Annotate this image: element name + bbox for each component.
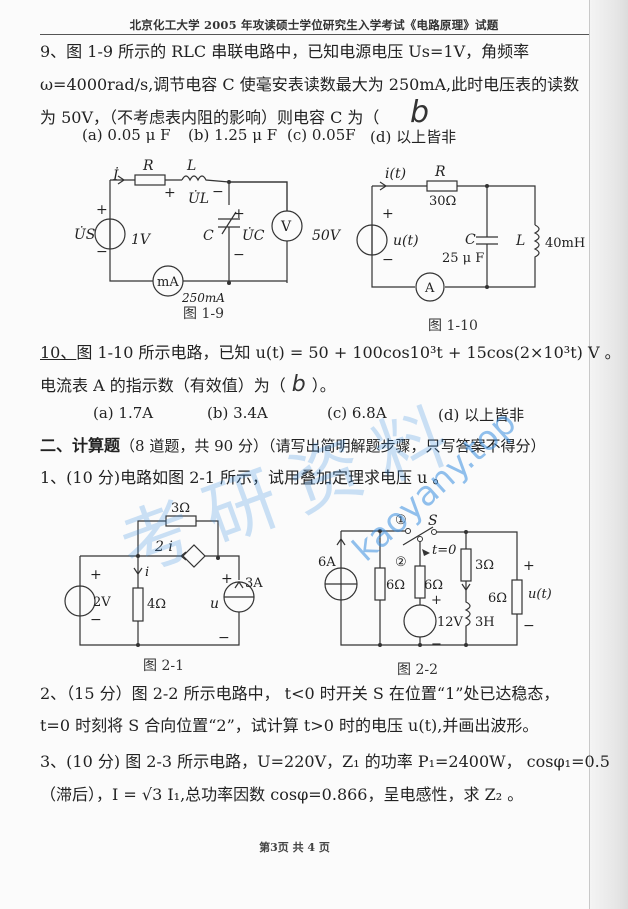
q10-number: 10、 xyxy=(40,343,77,362)
q10-text2: 电流表 A 的指示数（有效值）为（ xyxy=(40,376,286,395)
section2-note: （8 道题，共 90 分）（请写出简明解题步骤，只写答案不得分） xyxy=(120,437,546,455)
problem3-line2: （滞后），I = √3 I₁,总功率因数 cosφ=0.866，呈电感性，求 Z… xyxy=(40,785,524,804)
problem2-line2: t=0 时刻将 S 合向位置“2”，试计算 t>0 时的电压 u(t),并画出波… xyxy=(40,716,539,735)
page-footer: 第3页 共 4 页 xyxy=(259,841,330,854)
figure-1-10-caption: 图 1-10 xyxy=(428,318,478,334)
q9-option-b: (b) 1.25 μ F xyxy=(188,126,278,144)
q9-option-d: (d) 以上皆非 xyxy=(370,128,457,146)
q9-option-a: (a) 0.05 μ F xyxy=(82,126,171,144)
problem1-text: 1、(10 分)电路如图 2-1 所示，试用叠加定理求电压 u 。 xyxy=(40,468,449,487)
scan-margin xyxy=(590,0,628,909)
exam-header: 北京化工大学 2005 年攻读硕士学位研究生入学考试《电路原理》试题 xyxy=(129,18,499,32)
q9-line2: ω=4000rad/s,调节电容 C 使毫安表读数最大为 250mA,此时电压表… xyxy=(40,75,580,94)
problem2-line1: 2、（15 分）图 2-2 所示电路中， t<0 时开关 S 在位置“1”处已达… xyxy=(40,684,560,703)
header-rule xyxy=(40,34,589,35)
q10-text: 图 1-10 所示电路，已知 u(t) = 50 + 100cos10³t + … xyxy=(76,343,621,362)
q10-line1: 10、图 1-10 所示电路，已知 u(t) = 50 + 100cos10³t… xyxy=(40,339,621,363)
figure-2-1-caption: 图 2-1 xyxy=(143,658,184,674)
q10-text2-end: ）。 xyxy=(311,376,336,395)
q9-line1: 9、图 1-9 所示的 RLC 串联电路中，已知电源电压 Us=1V，角频率 xyxy=(40,42,530,61)
page-edge xyxy=(589,0,590,909)
q9-option-c: (c) 0.05F xyxy=(287,126,356,144)
q10-option-a: (a) 1.7A xyxy=(93,404,154,422)
section2-title: 二、计算题 xyxy=(40,436,121,455)
q9-line3: 为 50V，（不考虑表内阻的影响）则电容 C 为（ xyxy=(40,108,380,127)
q10-handwritten-answer: b xyxy=(291,372,306,397)
q10-line2: 电流表 A 的指示数（有效值）为（ b ）。 xyxy=(40,372,336,397)
section2-heading: 二、计算题（8 道题，共 90 分）（请写出简明解题步骤，只写答案不得分） xyxy=(40,432,545,456)
q9-handwritten-answer: b xyxy=(410,95,430,130)
problem3-line1: 3、(10 分) 图 2-3 所示电路，U=220V，Z₁ 的功率 P₁=240… xyxy=(40,752,610,771)
figure-2-2-caption: 图 2-2 xyxy=(397,662,438,678)
exam-page xyxy=(0,0,589,909)
figure-1-9-caption: 图 1-9 xyxy=(183,306,224,322)
q10-option-b: (b) 3.4A xyxy=(207,404,268,422)
q10-option-c: (c) 6.8A xyxy=(327,404,387,422)
q10-option-d: (d) 以上皆非 xyxy=(438,406,525,424)
